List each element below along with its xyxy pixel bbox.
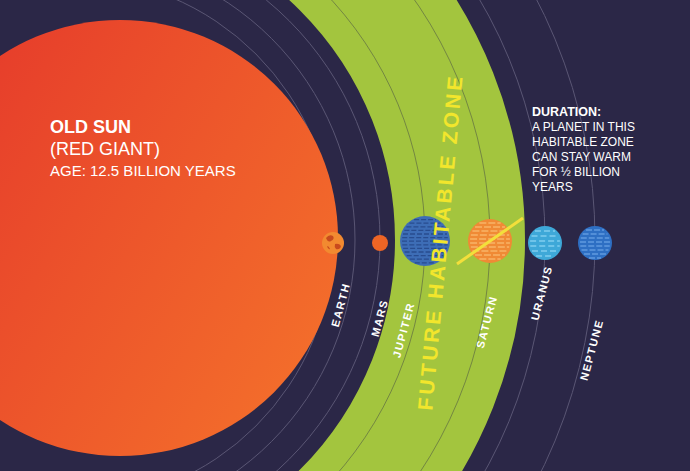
planet-stripe xyxy=(475,226,505,227)
planet-stripe xyxy=(402,244,447,245)
planet-shape xyxy=(322,232,344,254)
continent-shape xyxy=(326,235,334,241)
planet-node: MARS xyxy=(372,235,388,251)
orbit-ring xyxy=(0,0,425,471)
planet-stripe xyxy=(530,245,559,246)
planet-stripe xyxy=(410,259,440,260)
planet-label: SATURN xyxy=(475,294,500,349)
planet-disc xyxy=(468,219,512,263)
orbit-ring xyxy=(0,0,490,471)
continent-shape xyxy=(327,246,330,249)
planet-stripe xyxy=(580,245,609,246)
planet-ring xyxy=(457,218,523,264)
planet-label: NEPTUNE xyxy=(579,318,606,382)
planet-label: URANUS xyxy=(529,265,554,322)
planet-stripe xyxy=(586,229,604,230)
planet-node: URANUS xyxy=(528,226,562,260)
orbit-ring xyxy=(0,0,545,471)
planet-stripe xyxy=(404,230,445,231)
sun-disc xyxy=(0,20,338,456)
planet-label: JUPITER xyxy=(391,301,416,359)
planet-stripe xyxy=(530,240,560,241)
star-type: (RED GIANT) xyxy=(50,138,320,160)
planet-stripe xyxy=(479,258,500,259)
planet-stripe xyxy=(582,249,609,250)
orbit-ring xyxy=(0,0,595,471)
planet-stripe xyxy=(403,248,447,249)
planet-stripe xyxy=(470,242,510,243)
planet-stripe xyxy=(405,251,446,252)
planet-stripe xyxy=(583,233,608,234)
planet-stripe xyxy=(472,250,507,251)
planet-stripe xyxy=(589,257,601,258)
planet-stripe xyxy=(402,237,448,238)
planet-disc xyxy=(578,226,612,260)
planet-disc xyxy=(322,232,344,254)
planet-stripe xyxy=(403,233,447,234)
duration-note: A PLANET IN THIS HABITABLE ZONE CAN STAY… xyxy=(532,120,657,195)
planet-stripe xyxy=(532,250,558,251)
planet-disc xyxy=(528,226,562,260)
planet-node: SATURN xyxy=(468,219,512,263)
habitable-band xyxy=(0,0,460,471)
planet-shape xyxy=(400,216,450,266)
planet-stripe xyxy=(471,234,509,235)
planet-stripe xyxy=(536,255,554,256)
planet-shape xyxy=(578,226,612,260)
planet-node: EARTH xyxy=(322,232,344,254)
star-name: OLD SUN xyxy=(50,116,320,138)
planet-disc xyxy=(372,235,388,251)
planet-stripe xyxy=(581,237,609,238)
orbit-ring xyxy=(0,0,355,471)
planet-label: EARTH xyxy=(330,282,352,329)
planet-shape xyxy=(468,219,512,263)
planet-stripe xyxy=(472,230,507,231)
orbit-ring xyxy=(0,0,333,471)
planet-node: NEPTUNE xyxy=(578,226,612,260)
planet-stripe xyxy=(584,253,606,254)
planet-stripe xyxy=(402,241,448,242)
planet-label: MARS xyxy=(370,298,391,338)
planet-shape xyxy=(372,235,388,251)
star-age: AGE: 12.5 BILLION YEARS xyxy=(50,160,320,181)
planet-stripe xyxy=(580,241,610,242)
duration-heading: DURATION: xyxy=(532,105,657,120)
planet-stripe xyxy=(407,255,444,256)
planet-node: JUPITER xyxy=(400,216,450,266)
planet-stripe xyxy=(535,230,555,231)
planet-disc xyxy=(400,216,450,266)
planet-stripe xyxy=(479,222,500,223)
planet-stripe xyxy=(475,254,505,255)
planet-stripe xyxy=(414,219,436,220)
planet-stripe xyxy=(532,235,559,236)
planet-stripe xyxy=(471,246,509,247)
orbit-ring xyxy=(0,0,380,471)
continent-shape xyxy=(335,244,341,249)
planet-stripe xyxy=(409,223,440,224)
sun-circle xyxy=(0,20,338,456)
planet-stripe xyxy=(415,262,435,263)
red-giant-sun: OLD SUN(RED GIANT)AGE: 12.5 BILLION YEAR… xyxy=(0,20,338,456)
zone-title: FUTURE HABITABLE ZONE xyxy=(414,73,466,411)
planet-shape xyxy=(528,226,562,260)
planet-stripe xyxy=(406,226,443,227)
planet-stripe xyxy=(470,238,510,239)
